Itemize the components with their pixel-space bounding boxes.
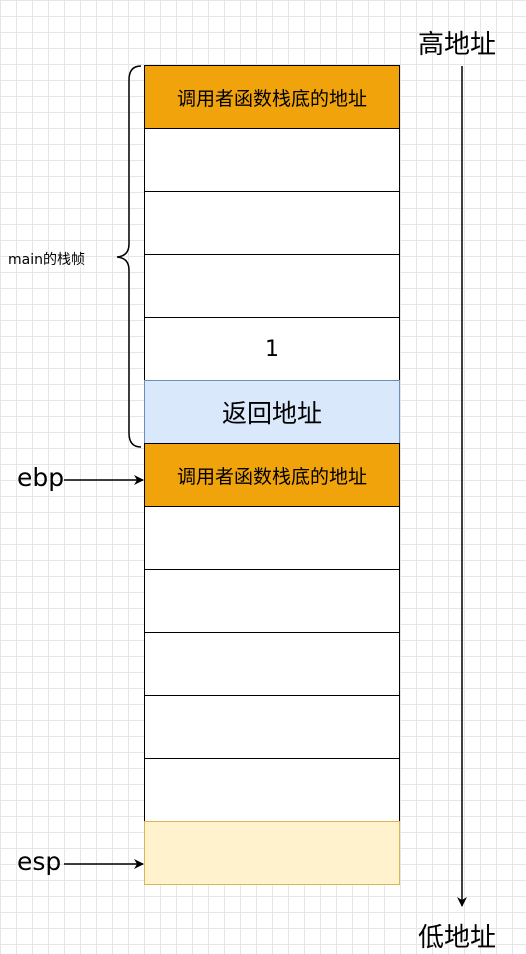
stack-cell-return-address: 返回地址 [144, 380, 400, 444]
main-frame-label: main的栈帧 [8, 252, 85, 268]
esp-label: esp [17, 847, 62, 876]
stack-cell-caller-base-address: 调用者函数栈底的地址 [144, 443, 400, 507]
memory-stack: 调用者函数栈底的地址 1 返回地址 调用者函数栈底的地址 [144, 65, 400, 885]
low-address-label: 低地址 [418, 923, 497, 953]
high-address-label: 高地址 [418, 30, 497, 60]
stack-cell-value: 1 [144, 317, 400, 381]
stack-cell [144, 254, 400, 318]
stack-cell [144, 191, 400, 255]
stack-cell-esp-top [144, 821, 400, 885]
stack-cell [144, 128, 400, 192]
stack-cell [144, 695, 400, 759]
ebp-label: ebp [17, 463, 65, 492]
stack-cell [144, 569, 400, 633]
stack-cell [144, 758, 400, 822]
stack-cell [144, 506, 400, 570]
stack-cell [144, 632, 400, 696]
stack-cell-caller-base-address: 调用者函数栈底的地址 [144, 65, 400, 129]
main-frame-brace [116, 65, 142, 448]
